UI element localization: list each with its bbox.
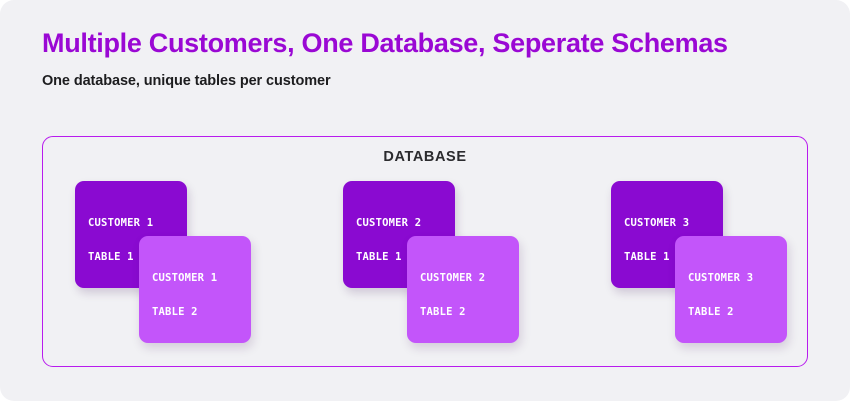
card-customer-label: CUSTOMER 2 — [420, 272, 486, 284]
customer-1-table-2-card[interactable]: CUSTOMER 1 TABLE 2 — [139, 236, 251, 343]
card-customer-label: CUSTOMER 1 — [152, 272, 218, 284]
database-container: DATABASE CUSTOMER 1 TABLE 1 CUSTOMER 1 T… — [42, 136, 808, 367]
card-customer-label: CUSTOMER 3 — [688, 272, 754, 284]
page-title: Multiple Customers, One Database, Sepera… — [42, 28, 728, 58]
card-table-label: TABLE 2 — [152, 306, 198, 318]
customer-group-3: CUSTOMER 3 TABLE 1 CUSTOMER 3 TABLE 2 — [611, 181, 821, 351]
card-customer-label: CUSTOMER 1 — [88, 217, 154, 229]
card-table-label: TABLE 2 — [420, 306, 466, 318]
customer-2-table-2-card[interactable]: CUSTOMER 2 TABLE 2 — [407, 236, 519, 343]
page-subtitle: One database, unique tables per customer — [42, 73, 331, 90]
card-table-label: TABLE 1 — [624, 251, 670, 263]
header: Multiple Customers, One Database, Sepera… — [42, 28, 822, 89]
customer-group-1: CUSTOMER 1 TABLE 1 CUSTOMER 1 TABLE 2 — [75, 181, 285, 351]
card-customer-label: CUSTOMER 3 — [624, 217, 690, 229]
card-customer-label: CUSTOMER 2 — [356, 217, 422, 229]
card-table-label: TABLE 2 — [688, 306, 734, 318]
card-table-label: TABLE 1 — [88, 251, 134, 263]
customer-3-table-2-card[interactable]: CUSTOMER 3 TABLE 2 — [675, 236, 787, 343]
customer-group-2: CUSTOMER 2 TABLE 1 CUSTOMER 2 TABLE 2 — [343, 181, 553, 351]
database-label: DATABASE — [383, 149, 467, 165]
customer-1-table-1-card[interactable]: CUSTOMER 1 TABLE 1 — [75, 181, 187, 288]
card-table-label: TABLE 1 — [356, 251, 402, 263]
